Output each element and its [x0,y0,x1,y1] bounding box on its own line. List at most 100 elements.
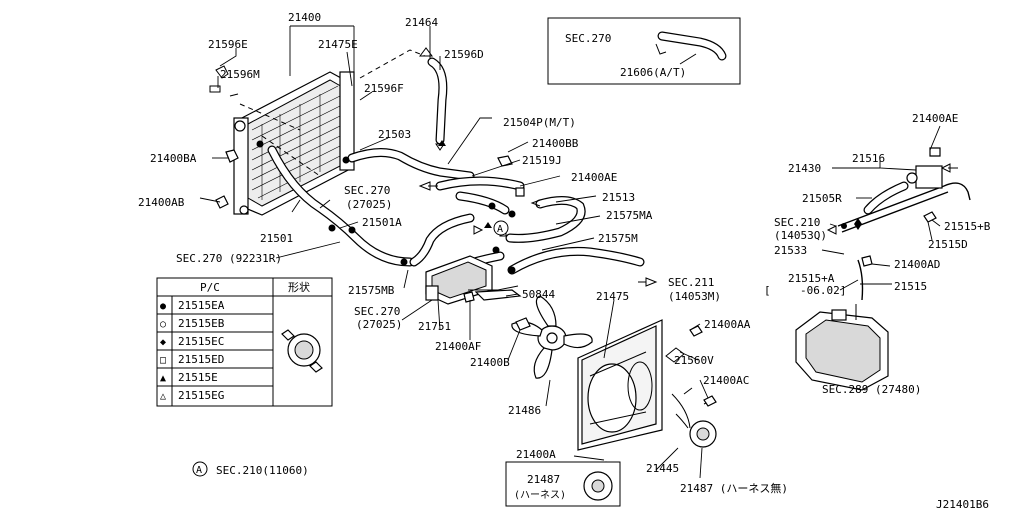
label-21400af: 21400AF [435,340,481,353]
legend-symbol: ○ [160,319,166,330]
label-21400aa: 21400AA [704,318,751,331]
label-21751: 21751 [418,320,451,333]
label-sec270-27025b-1: SEC.270 [354,305,400,318]
label-21515d: 21515D [928,238,968,251]
label-21475: 21475 [596,290,629,303]
bracket-50844 [474,289,522,301]
label-21400b: 21400B [470,356,510,369]
label-21504p: 21504P(M/T) [503,116,576,129]
legend-code: 21515EB [178,317,225,330]
label-21515a-1: 21515+A [788,272,835,285]
legend-code: 21515E [178,371,218,384]
diagram-id: J21401B6 [936,498,989,511]
label-21400ae-right: 21400AE [912,112,958,125]
fan-shroud-21475 [577,319,663,451]
legend-text: P/C 形状 ● 21515EA ○ 21515EB ◆ 21515EC □ 2… [160,280,310,402]
label-21596d: 21596D [444,48,484,61]
label-21400ad: 21400AD [894,258,940,271]
label-21400ba: 21400BA [150,152,197,165]
callout-a-circle [493,220,509,236]
label-21515a-2: -06.02] [800,284,846,297]
hose-21501a [409,213,475,267]
label-sec270-top: SEC.270 [565,32,611,45]
label-21445: 21445 [646,462,679,475]
label-sec210-1: SEC.210 [774,216,820,229]
footnote-a-text: SEC.210(11060) [216,464,309,477]
label-21400bb: 21400BB [532,137,579,150]
legend-code: 21515EG [178,389,224,402]
hose-21513 [505,196,586,243]
label-sec270-27025b-2: (27025) [356,318,402,331]
label-50844: 50844 [522,288,555,301]
upper-hose-21503 [347,148,475,181]
label-21606: 21606(A/T) [620,66,686,79]
hose-21575m [507,246,645,275]
legend-code: 21515EA [178,299,225,312]
label-sec270-27025a-1: SEC.270 [344,184,390,197]
legend-symbol: □ [160,355,166,366]
sensor-21516 [906,147,943,189]
footnote-a-circle [192,461,208,477]
label-sec211-2: (14053M) [668,290,721,303]
label-21513: 21513 [602,191,635,204]
label-21516: 21516 [852,152,885,165]
legend-symbol: ▲ [160,373,166,384]
label-21475e: 21475E [318,38,358,51]
hose-21504p [435,176,525,215]
label-21487b: 21487 (ハーネス無) [680,481,788,495]
label-21519j: 21519J [522,154,562,167]
fan-blade-21486 [511,295,593,379]
legend-symbol: ● [160,301,166,312]
label-21560v: 21560V [674,354,714,367]
legend-table [156,277,333,407]
label-21486: 21486 [508,404,541,417]
label-21464: 21464 [405,16,438,29]
clip-markers [256,140,516,274]
hose-21505r [863,181,909,215]
callout-a-label: A [497,224,503,235]
leader-lines [199,25,941,479]
label-21400ab: 21400AB [138,196,185,209]
label-sec210-2: (14053Q) [774,229,827,242]
label-21400ae-mid: 21400AE [571,171,617,184]
label-21430: 21430 [788,162,821,175]
label-21575ma: 21575MA [606,209,653,222]
label-21503: 21503 [378,128,411,141]
clamp-shape-icon [281,329,323,373]
label-21515b: 21515+B [944,220,991,233]
bracket-21596e [209,65,239,97]
label-21400a: 21400A [516,448,556,461]
radiator [233,71,355,216]
label-21575mb: 21575MB [348,284,395,297]
sec270-inset [547,17,741,85]
label-sec211-1: SEC.211 [668,276,714,289]
label-21575m: 21575M [598,232,638,245]
label-sec289: SEC.289 (27480) [822,383,921,396]
label-21505r: 21505R [802,192,842,205]
legend-code: 21515ED [178,353,224,366]
part-labels: 21400 21596E 21475E 21464 21596D 21596M … [138,11,991,511]
reservoir-tank [795,304,889,391]
fan-motor-21487 [675,413,717,448]
label-21515: 21515 [894,280,927,293]
label-21400ac: 21400AC [703,374,749,387]
fasteners [215,149,717,471]
hose-21464 [359,47,448,151]
label-21487a-1: 21487 [527,473,560,486]
lower-hose-21501 [267,145,415,267]
legend-code: 21515EC [178,335,224,348]
label-21596m: 21596M [220,68,260,81]
legend-symbol: △ [160,391,166,402]
label-sec270-92231r: SEC.270 (92231R) [176,252,282,265]
label-21596e: 21596E [208,38,248,51]
fan-motor-21487-harness [583,471,613,501]
legend-symbol: ◆ [160,337,166,348]
label-21533: 21533 [774,244,807,257]
footnote-a-letter: A [196,465,202,476]
legend-header-pc: P/C [200,281,220,294]
legend-header-shape: 形状 [288,280,310,294]
label-21400: 21400 [288,11,321,24]
fasteners-right [841,211,937,267]
label-sec270-27025a-2: (27025) [346,198,392,211]
